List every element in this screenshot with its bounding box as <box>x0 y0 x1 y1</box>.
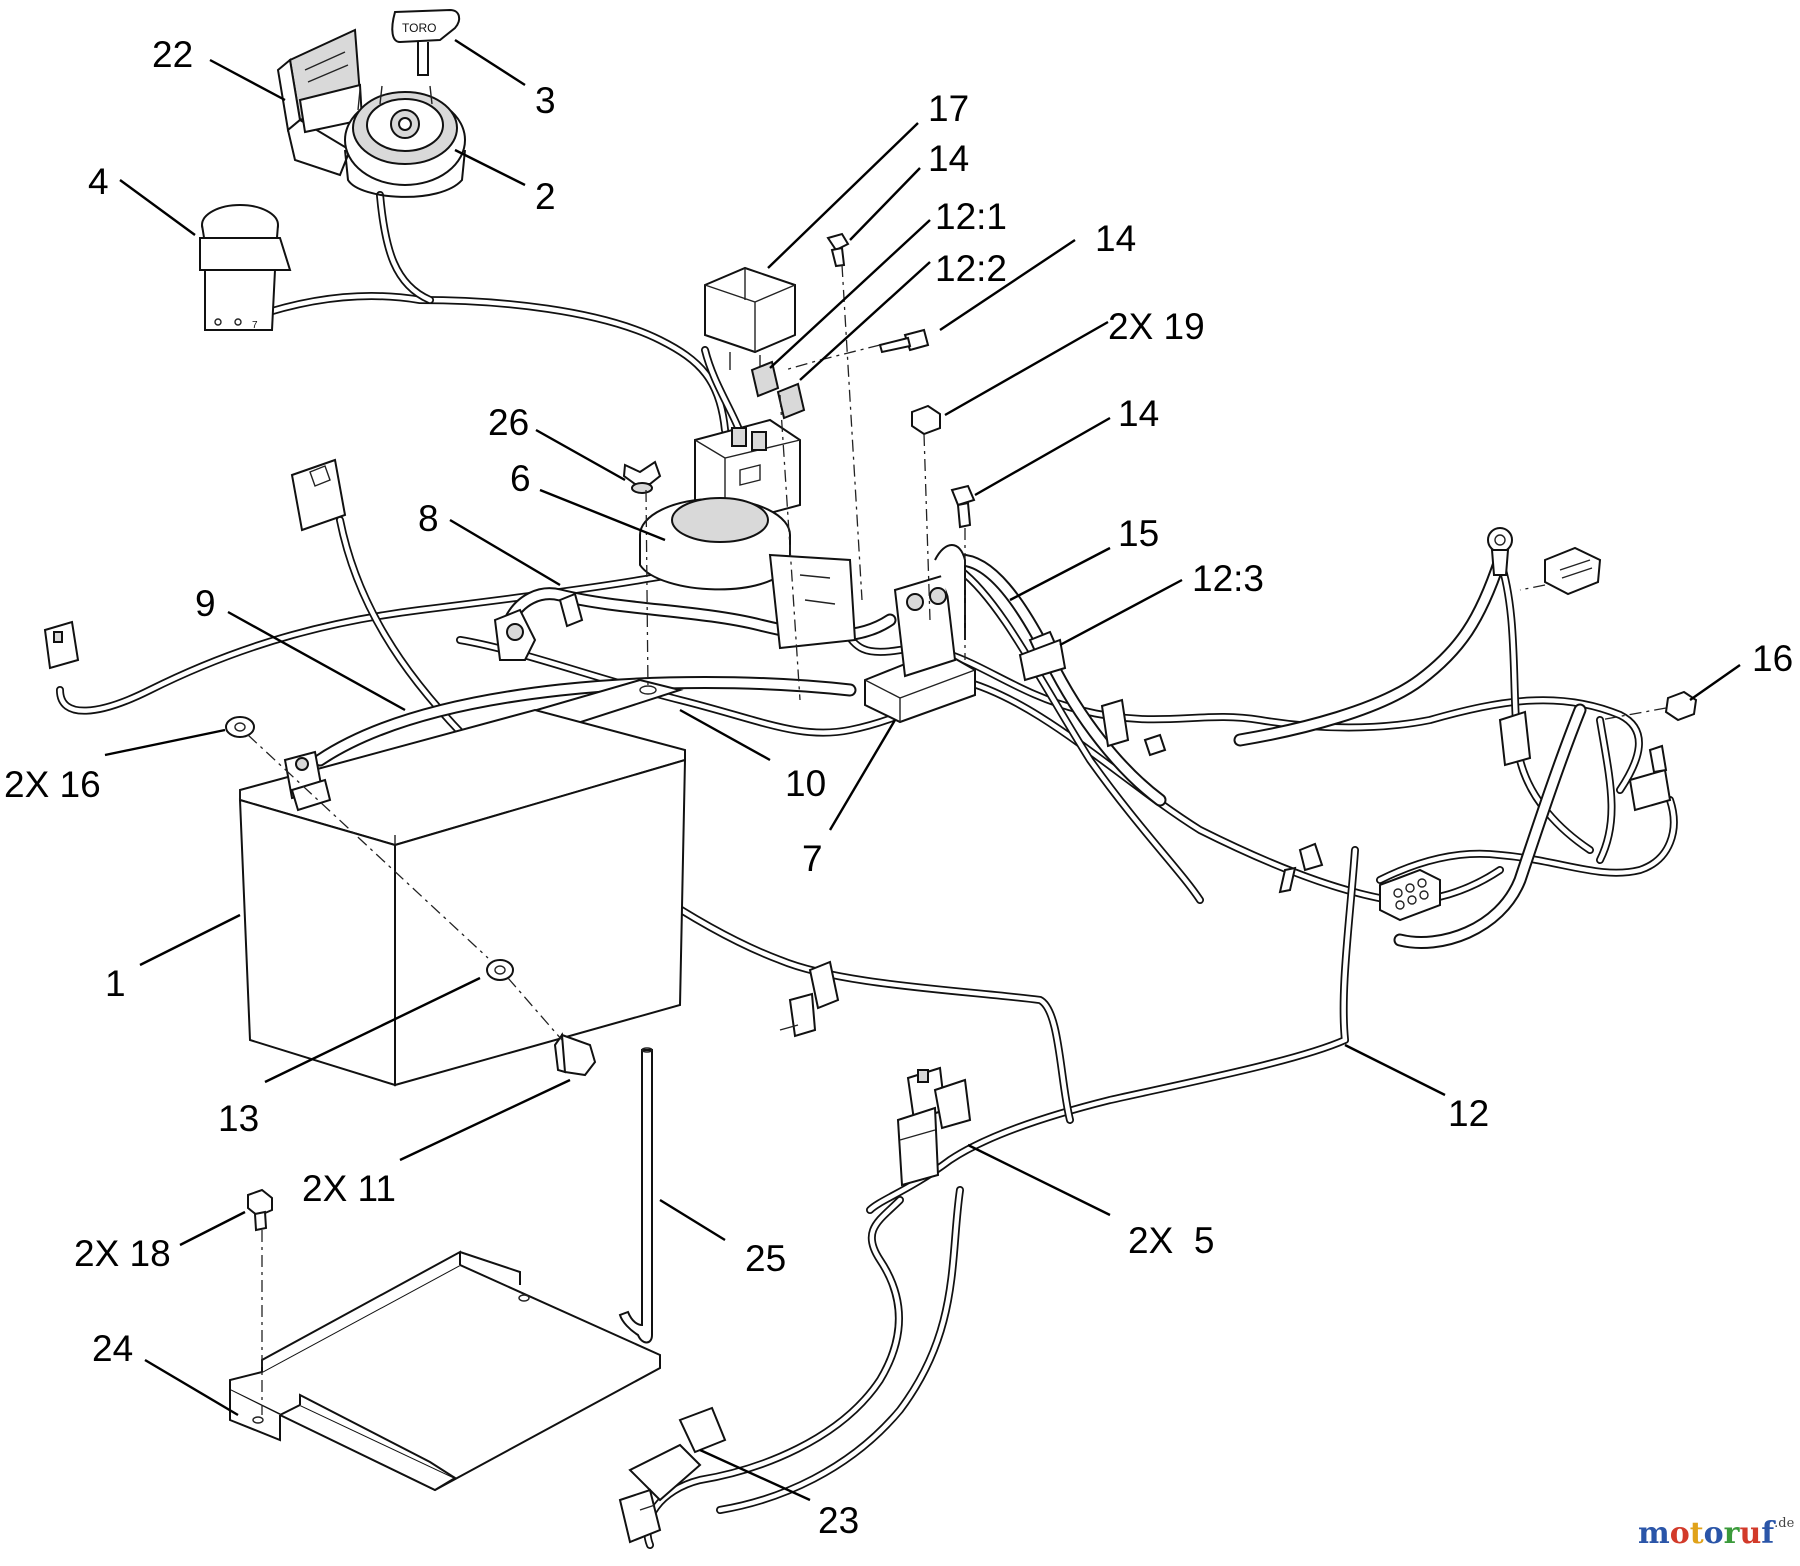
ignition-switch-part-2 <box>344 85 466 198</box>
callout-14-c: 14 <box>1118 393 1160 434</box>
nut-part-16-right <box>1664 690 1698 722</box>
bolt-part-11 <box>553 1032 597 1077</box>
callout-22: 22 <box>152 34 194 75</box>
ring-terminal <box>1487 527 1513 576</box>
callout-4: 4 <box>88 161 109 202</box>
leader-lines <box>104 38 1741 1502</box>
watermark-letter-r: r <box>1723 1516 1740 1551</box>
callout-12: 12 <box>1448 1093 1490 1134</box>
callout-12-3: 12:3 <box>1192 558 1265 599</box>
solenoid-part-7 <box>864 544 976 724</box>
wing-nut-part-26 <box>622 460 662 494</box>
watermark-letter-m: m <box>1638 1516 1670 1551</box>
callout-2x5: 2X 5 <box>1128 1220 1215 1261</box>
key-tag-text: TORO <box>402 21 436 35</box>
callout-12-2: 12:2 <box>935 248 1008 289</box>
battery-post-bracket <box>493 608 537 661</box>
battery-tray-part-24 <box>229 1250 661 1492</box>
callout-15: 15 <box>1118 513 1160 554</box>
relay-part-17 <box>704 266 796 372</box>
pto-switch-part-4: 7 <box>199 204 292 331</box>
callout-13: 13 <box>218 1098 260 1139</box>
fuses-part-12 <box>750 360 806 420</box>
callout-17: 17 <box>928 88 970 129</box>
callout-25: 25 <box>745 1238 787 1279</box>
callout-2x18: 2X 18 <box>74 1233 171 1274</box>
six-pin-connector <box>1379 868 1441 922</box>
callout-2: 2 <box>535 176 556 217</box>
rod-part-25 <box>618 1047 653 1344</box>
washer-part-13 <box>486 959 514 981</box>
clamp-part-8 <box>558 592 584 628</box>
callout-9: 9 <box>195 583 216 624</box>
callout-14-b: 14 <box>1095 218 1137 259</box>
bolt-part-14-a <box>826 232 850 268</box>
harness-sensor <box>779 960 840 1038</box>
hour-meter-part-22 <box>276 28 364 177</box>
watermark-suffix: .de <box>1774 1516 1795 1531</box>
assembly-lines <box>247 264 1667 1415</box>
seat-switch-part-23 <box>618 1406 727 1544</box>
callout-6: 6 <box>510 458 531 499</box>
callout-7: 7 <box>802 838 823 879</box>
callout-2x16: 2X 16 <box>4 764 101 805</box>
callout-16: 16 <box>1752 638 1794 679</box>
watermark-letter-o: o <box>1669 1516 1690 1551</box>
nut-part-19 <box>911 404 941 436</box>
callout-2x11: 2X 11 <box>302 1168 396 1209</box>
watermark-letter-t: t <box>1689 1516 1704 1551</box>
callout-12-1: 12:1 <box>935 196 1008 237</box>
terminal-bolt <box>1544 546 1602 596</box>
top-connector <box>290 458 347 532</box>
callout-23: 23 <box>818 1500 860 1541</box>
watermark-letter-f: f <box>1761 1516 1775 1551</box>
callout-2x19: 2X 19 <box>1108 306 1205 347</box>
wire-harness <box>56 191 1678 1549</box>
bolt-part-14-c <box>950 484 976 529</box>
callout-8: 8 <box>418 498 439 539</box>
callout-24: 24 <box>92 1328 134 1369</box>
battery-part-1 <box>238 708 687 1087</box>
watermark-letter-o2: o <box>1703 1516 1724 1551</box>
callout-3: 3 <box>535 80 556 121</box>
washer-part-16-left <box>225 716 255 738</box>
callout-1: 1 <box>105 963 126 1004</box>
callout-10: 10 <box>785 763 827 804</box>
callout-14-a: 14 <box>928 138 970 179</box>
cap-part-6 <box>639 497 857 650</box>
bolt-part-14-b <box>878 328 930 354</box>
left-connector <box>43 620 80 670</box>
key-part-3: TORO <box>391 8 461 76</box>
watermark-letter-u: u <box>1739 1516 1762 1551</box>
switch-part-5 <box>896 1066 972 1187</box>
svg-text:7: 7 <box>252 320 258 331</box>
harness-clips <box>1100 698 1672 894</box>
connector-part-12-3 <box>1018 630 1067 682</box>
callout-26: 26 <box>488 402 530 443</box>
watermark-logo: motoruf.de <box>1638 1516 1794 1551</box>
bolt-part-18 <box>247 1188 273 1232</box>
